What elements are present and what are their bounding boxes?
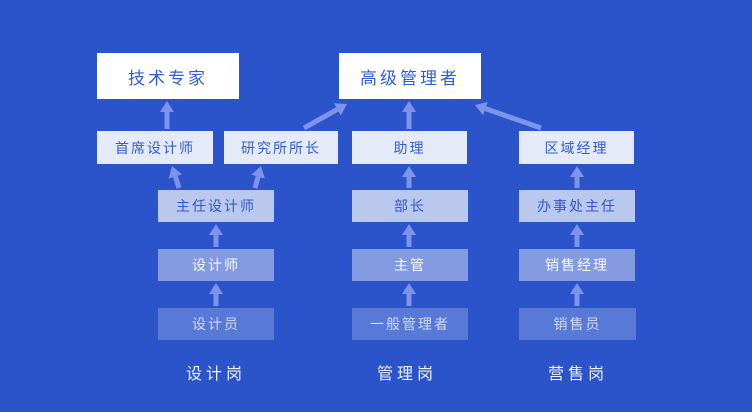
node-junior-designer: 设计员	[158, 308, 274, 340]
column-label-management: 管理岗	[376, 366, 437, 383]
node-salesperson: 销售员	[519, 308, 636, 340]
node-office-director: 办事处主任	[519, 190, 635, 222]
node-minister: 部长	[352, 190, 468, 222]
node-designer: 设计师	[158, 249, 274, 281]
column-label-sales: 营售岗	[547, 366, 608, 383]
node-tech-expert: 技术专家	[97, 53, 239, 99]
node-director-designer: 主任设计师	[158, 190, 274, 222]
arrow-chief_designer-to-tech_expert	[160, 101, 174, 129]
arrow-general_manager-to-supervisor	[402, 283, 416, 306]
arrow-director_designer-to-chief_designer	[168, 166, 183, 189]
node-institute-director: 研究所所长	[224, 131, 338, 164]
arrow-assistant-to-senior_manager	[402, 101, 416, 129]
column-label-design: 设计岗	[185, 366, 246, 383]
arrow-director_designer-to-institute_director	[251, 166, 265, 189]
node-supervisor: 主管	[352, 249, 468, 281]
node-regional-manager: 区域经理	[519, 131, 634, 164]
arrow-supervisor-to-minister	[402, 224, 416, 247]
node-senior-manager: 高级管理者	[339, 53, 481, 99]
arrow-sales_manager-to-office_director	[570, 224, 584, 247]
arrow-institute_director-to-senior_manager	[302, 103, 347, 131]
node-general-manager: 一般管理者	[352, 308, 468, 340]
node-assistant: 助理	[352, 131, 467, 164]
arrow-junior_designer-to-designer	[209, 283, 223, 306]
node-sales-manager: 销售经理	[519, 249, 635, 281]
arrow-minister-to-assistant	[402, 166, 416, 188]
arrow-office_director-to-regional_manager	[570, 166, 584, 188]
arrow-salesperson-to-sales_manager	[570, 283, 584, 306]
node-chief-designer: 首席设计师	[97, 131, 213, 164]
arrow-regional_manager-to-senior_manager	[475, 102, 542, 131]
arrow-designer-to-director_designer	[209, 224, 223, 247]
